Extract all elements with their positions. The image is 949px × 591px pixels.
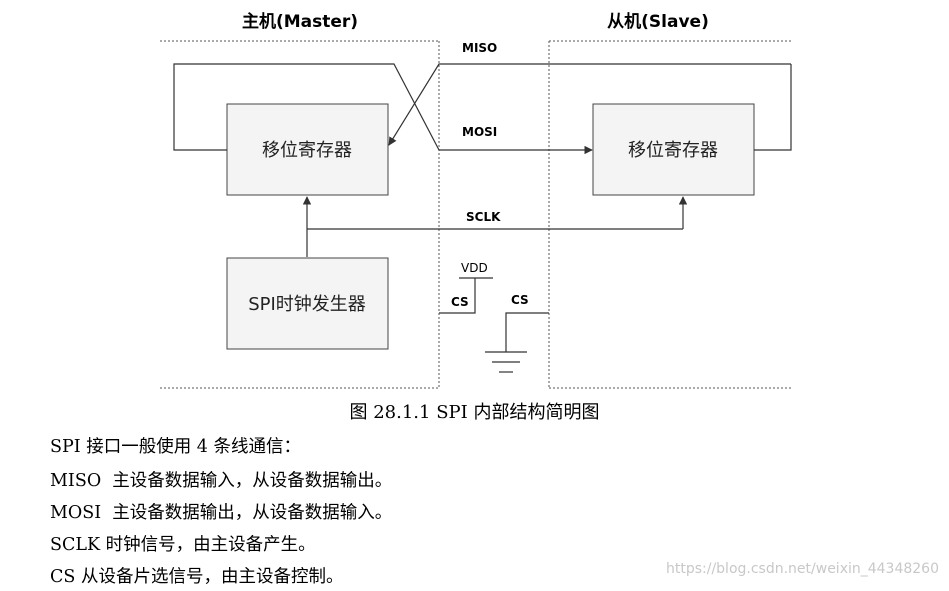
description-line-miso: MISO 主设备数据输入，从设备数据输出。 (50, 471, 393, 491)
mosi-label: MOSI (462, 125, 497, 139)
slave-loop-line (754, 64, 792, 151)
slave-title: 从机(Slave) (607, 11, 709, 32)
miso-line (388, 63, 791, 146)
cs-slave-line (505, 312, 549, 352)
slave-shift-register-box (592, 103, 755, 196)
cs-master-label: CS (451, 295, 469, 309)
slave-region-border (548, 40, 792, 389)
vdd-label: VDD (461, 261, 488, 275)
clock-generator-label: SPI时钟发生器 (248, 294, 366, 315)
master-shift-register-label: 移位寄存器 (262, 140, 352, 161)
cs-slave-label: CS (511, 293, 529, 307)
spi-diagram: 主机(Master) 从机(Slave) 移位寄存器 移位寄存器 SPI时钟发生… (160, 11, 792, 389)
master-shift-register-box (226, 103, 389, 196)
master-loop-line (173, 63, 440, 151)
master-title: 主机(Master) (242, 11, 358, 32)
clock-generator-box (226, 257, 389, 350)
description-line-cs: CS 从设备片选信号，由主设备控制。 (50, 567, 344, 587)
watermark: https://blog.csdn.net/weixin_44348260 (665, 561, 939, 577)
description-line-mosi: MOSI 主设备数据输出，从设备数据输入。 (50, 503, 393, 523)
miso-label: MISO (462, 41, 497, 55)
description-intro: SPI 接口一般使用 4 条线通信： (50, 437, 301, 457)
master-region-border (160, 40, 440, 389)
slave-shift-register-label: 移位寄存器 (628, 140, 718, 161)
description-line-sclk: SCLK 时钟信号，由主设备产生。 (50, 535, 316, 555)
figure-caption: 图 28.1.1 SPI 内部结构简明图 (349, 402, 600, 423)
cs-master-line (439, 278, 476, 314)
sclk-label: SCLK (466, 210, 501, 224)
